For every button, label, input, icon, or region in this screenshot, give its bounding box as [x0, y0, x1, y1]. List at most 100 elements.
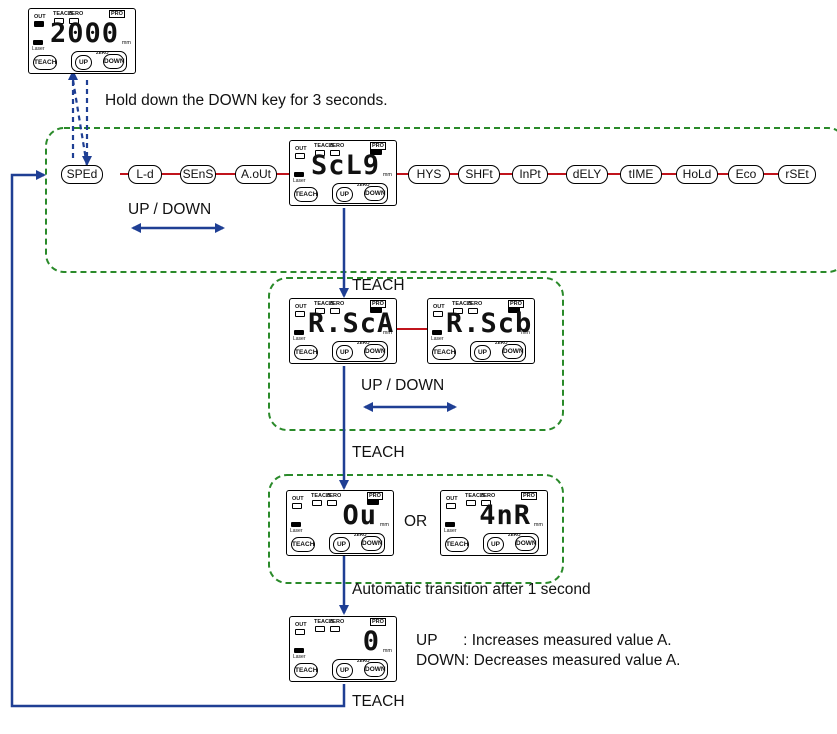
teach-button[interactable]: TEACH [33, 55, 57, 70]
up-button[interactable]: UP [336, 187, 353, 202]
zero-small-label: ZERO [357, 658, 370, 663]
zero-indicator [468, 308, 478, 314]
teach-button[interactable]: TEACH [432, 345, 456, 360]
zero-label: ZERO [68, 11, 84, 17]
zero-indicator [327, 500, 337, 506]
zero-label: ZERO [329, 143, 345, 149]
teach-button[interactable]: TEACH [445, 537, 469, 552]
zero-button-group [483, 533, 539, 554]
out-label: OUT [433, 304, 445, 310]
up-button[interactable]: UP [487, 537, 504, 552]
display-top: OUT TEACH ZERO PRO Laser 2000 mm TEACH Z… [28, 8, 136, 74]
zero-button-group [470, 341, 526, 362]
zero-button-group [332, 659, 388, 680]
unit-label: mm [382, 172, 392, 178]
menu-item-eco: Eco [728, 165, 764, 184]
zero-button-group [332, 341, 388, 362]
zero-indicator [330, 626, 340, 632]
legend-up: UP : Increases measured value A. [416, 632, 672, 649]
zero-small-label: ZERO [96, 50, 109, 55]
unit-label: mm [520, 330, 530, 336]
laser-indicator [432, 330, 442, 335]
zero-label: ZERO [329, 619, 345, 625]
segment-readout: Ou [342, 500, 377, 531]
pro-label: PRO [370, 618, 386, 626]
teach-label: TEACH [314, 143, 333, 149]
up-button[interactable]: UP [333, 537, 350, 552]
unit-label: mm [382, 648, 392, 654]
segment-readout: R.Scb [446, 308, 533, 339]
teach-caption-3: TEACH [352, 693, 405, 710]
display-mode-a: OUT TEACH ZERO PRO Laser R.ScA mm TEACH … [289, 298, 397, 364]
teach-button[interactable]: TEACH [294, 663, 318, 678]
segment-readout: R.ScA [308, 308, 395, 339]
teach-caption-2: TEACH [352, 444, 405, 461]
teach-button[interactable]: TEACH [291, 537, 315, 552]
laser-label: Laser [293, 178, 306, 184]
down-button[interactable]: DOWN [364, 186, 386, 201]
down-button[interactable]: DOWN [515, 536, 537, 551]
teach-indicator [312, 500, 322, 506]
pro-indicator [370, 149, 382, 155]
laser-indicator [445, 522, 455, 527]
menu-item-dely: dELY [566, 165, 608, 184]
laser-label: Laser [431, 336, 444, 342]
teach-indicator [315, 626, 325, 632]
zero-label: ZERO [467, 301, 483, 307]
up-button[interactable]: UP [474, 345, 491, 360]
auto-transition-caption: Automatic transition after 1 second [352, 581, 591, 598]
hold-down-caption: Hold down the DOWN key for 3 seconds. [105, 92, 388, 109]
segment-readout: 4nR [479, 500, 531, 531]
teach-button[interactable]: TEACH [294, 187, 318, 202]
laser-label: Laser [293, 336, 306, 342]
out-label: OUT [295, 304, 307, 310]
pro-indicator [508, 307, 520, 313]
pro-label: PRO [521, 492, 537, 500]
up-button[interactable]: UP [336, 663, 353, 678]
out-indicator [433, 311, 443, 317]
display-result-ng: OUT TEACH ZERO PRO Laser 4nR mm TEACH ZE… [440, 490, 548, 556]
down-button[interactable]: DOWN [103, 54, 125, 69]
teach-label: TEACH [452, 301, 471, 307]
laser-indicator [291, 522, 301, 527]
unit-label: mm [121, 40, 131, 46]
menu-item-rset: rSEt [778, 165, 816, 184]
display-final: OUT TEACH ZERO PRO Laser 0 mm TEACH ZERO… [289, 616, 397, 682]
segment-readout: 0 [362, 626, 380, 657]
out-label: OUT [292, 496, 304, 502]
menu-item-sens: SEnS [180, 165, 216, 184]
out-indicator [446, 503, 456, 509]
zero-small-label: ZERO [354, 532, 367, 537]
zero-small-label: ZERO [495, 340, 508, 345]
out-label: OUT [295, 146, 307, 152]
zero-button-group [329, 533, 385, 554]
updown-caption-1: UP / DOWN [128, 201, 212, 218]
result-group-box [268, 474, 564, 584]
zero-label: ZERO [480, 493, 496, 499]
updown-caption-2: UP / DOWN [361, 377, 445, 394]
down-button[interactable]: DOWN [502, 344, 524, 359]
out-indicator [295, 153, 305, 159]
up-button[interactable]: UP [336, 345, 353, 360]
zero-button-group [71, 51, 127, 72]
teach-label: TEACH [465, 493, 484, 499]
zero-small-label: ZERO [357, 340, 370, 345]
down-button[interactable]: DOWN [364, 344, 386, 359]
menu-item-hys: HYS [408, 165, 450, 184]
down-button[interactable]: DOWN [361, 536, 383, 551]
laser-label: Laser [32, 46, 45, 52]
teach-button[interactable]: TEACH [294, 345, 318, 360]
zero-small-label: ZERO [357, 182, 370, 187]
up-button[interactable]: UP [75, 55, 92, 70]
menu-item-a-out: A.oUt [235, 165, 277, 184]
segment-readout: 2000 [49, 18, 119, 49]
hold-down-dashed-arrow [71, 79, 89, 167]
menu-item-l-d: L-d [128, 165, 162, 184]
legend-down: DOWN: Decreases measured value A. [416, 652, 681, 669]
pro-label: PRO [109, 10, 125, 18]
down-button[interactable]: DOWN [364, 662, 386, 677]
or-caption: OR [404, 513, 428, 530]
laser-indicator [294, 330, 304, 335]
menu-group-box [45, 127, 837, 273]
